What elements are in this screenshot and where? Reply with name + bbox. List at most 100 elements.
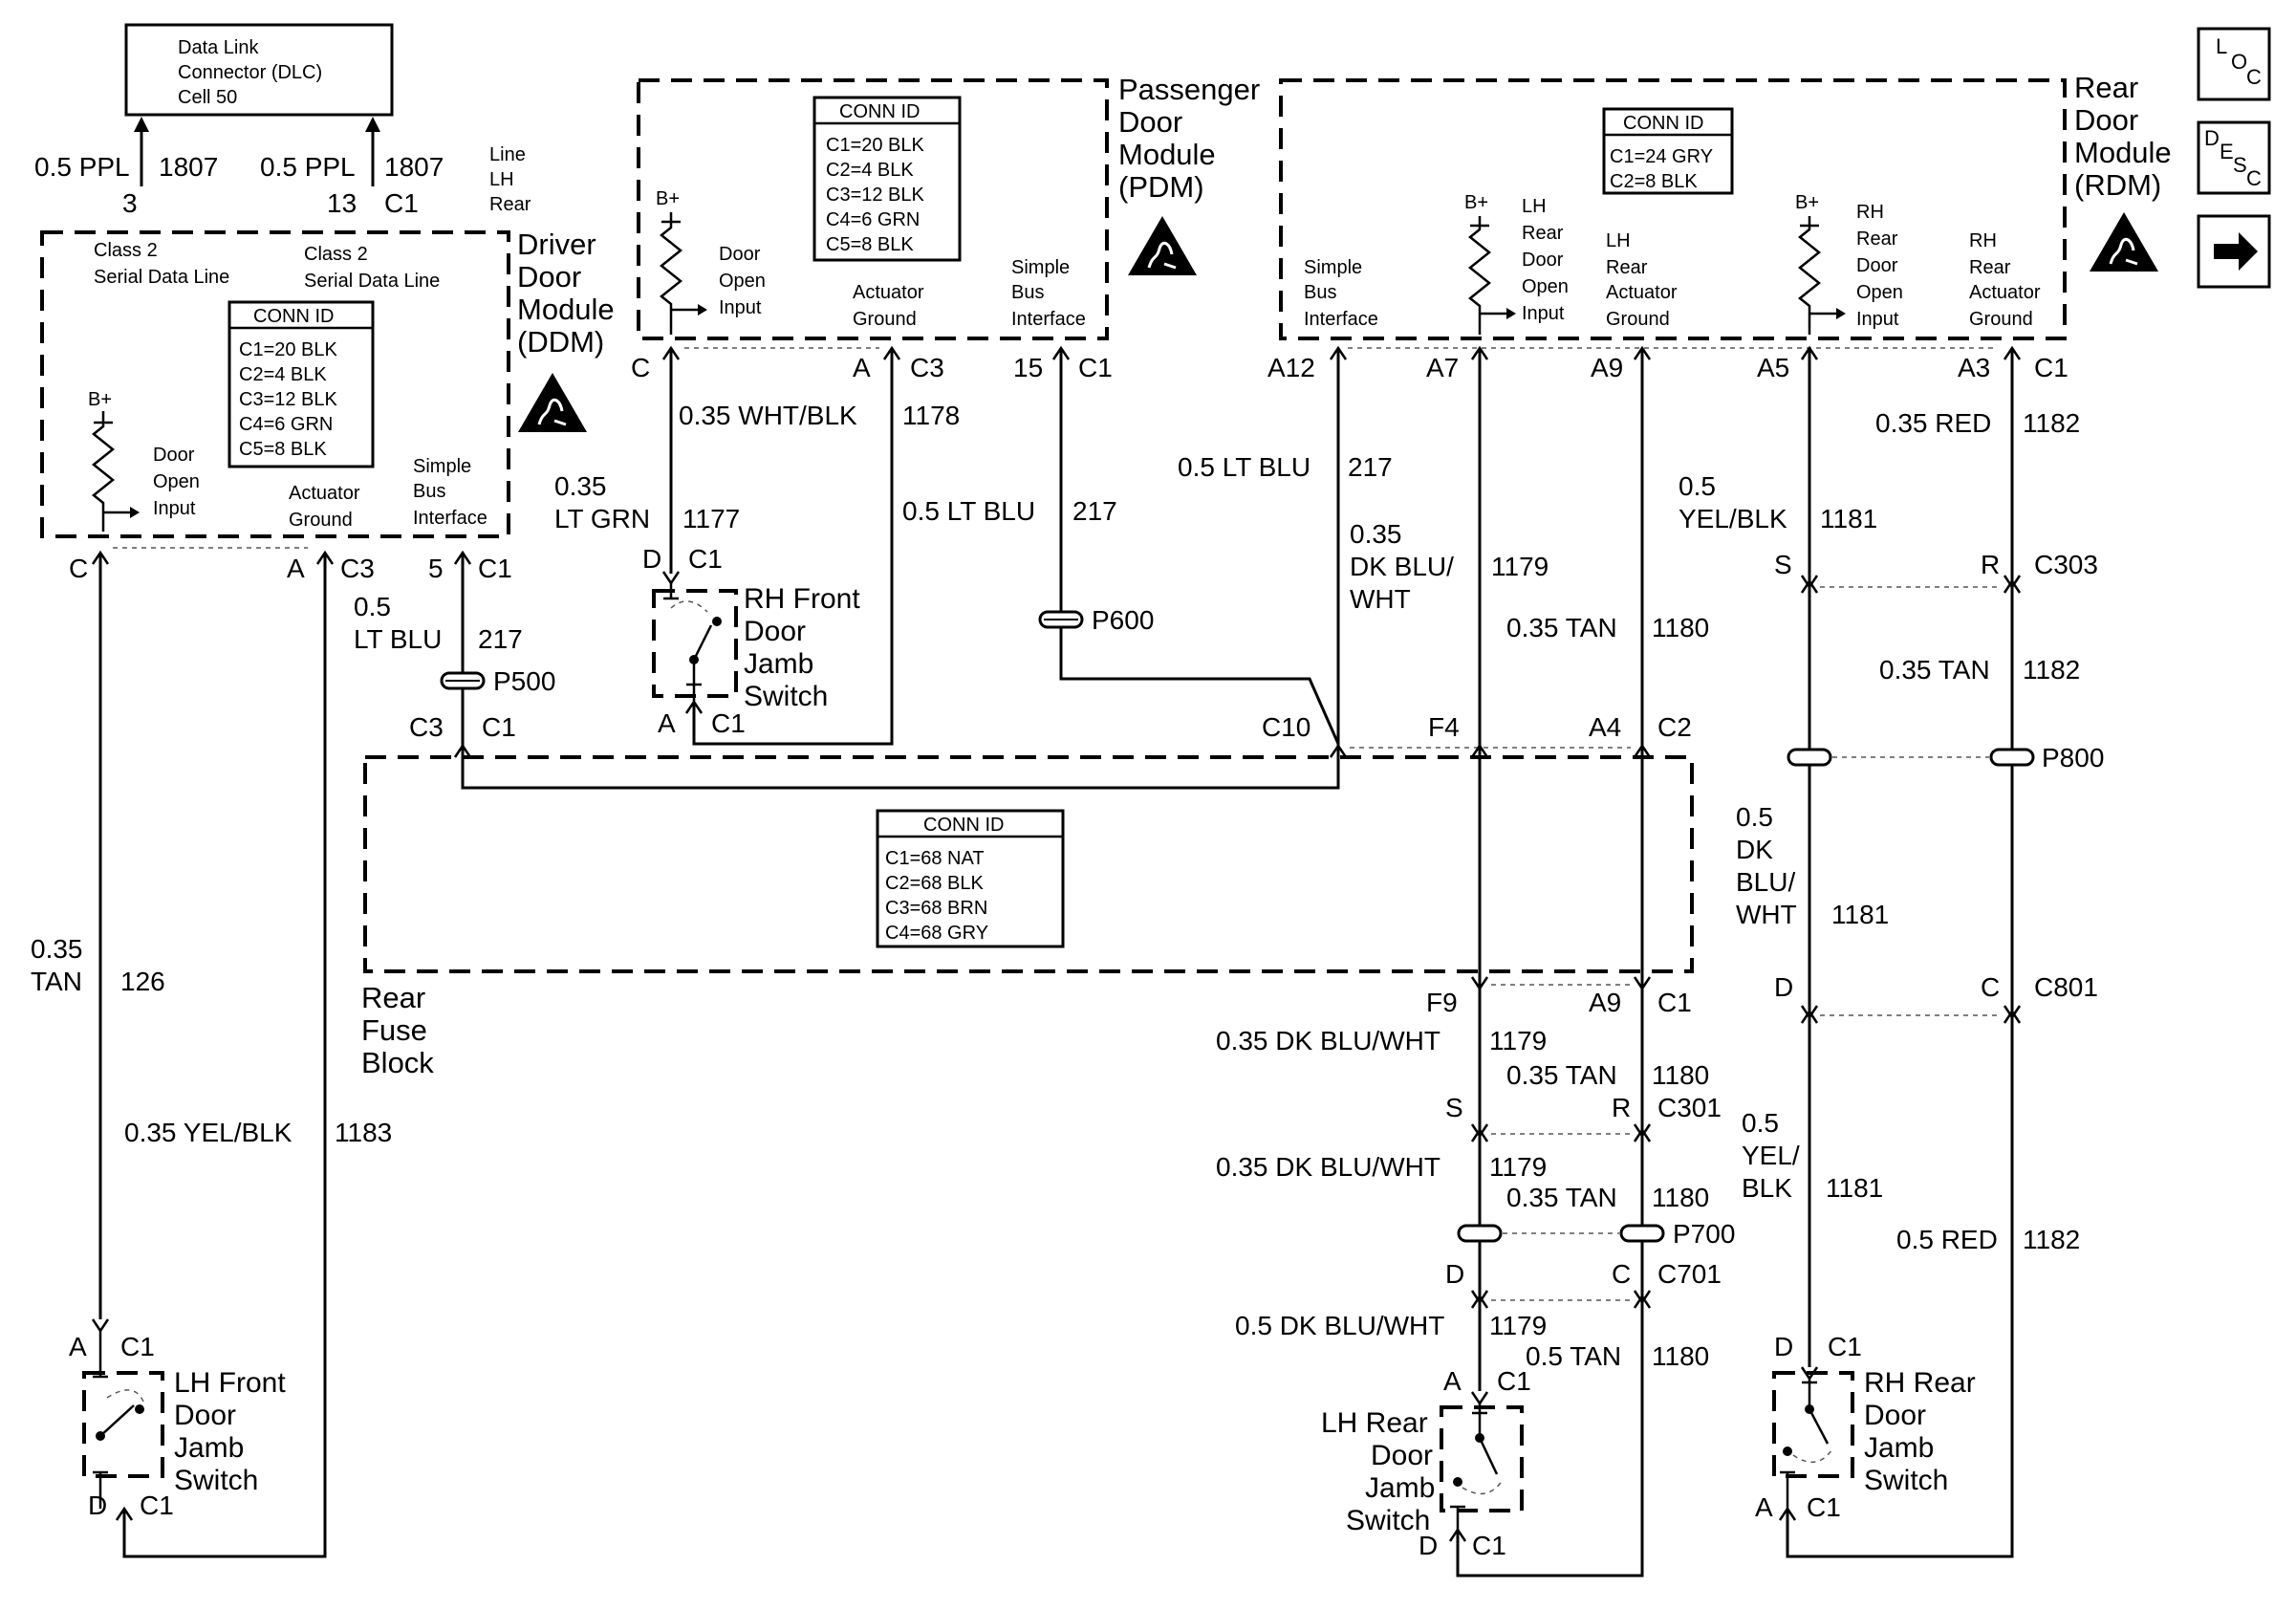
esd-sensitive-icon — [2088, 210, 2160, 273]
input-label: RH — [1856, 202, 1884, 223]
circuit-number: 1807 — [384, 152, 444, 182]
connector-label: C1 — [1807, 1492, 1841, 1522]
circuit-number: 1181 — [1831, 900, 1889, 929]
wires — [98, 120, 2014, 1577]
module-name: Door — [1118, 105, 1182, 139]
pin-label: R — [1612, 1093, 1631, 1122]
circuit-number: 1180 — [1652, 1060, 1709, 1090]
conn-id-title: CONN ID — [1623, 113, 1703, 134]
conn-id-row: C4=68 GRY — [885, 923, 988, 944]
module-name: Fuse — [361, 1013, 427, 1047]
connector-label: C10 — [1262, 712, 1310, 742]
bplus-label: B+ — [1795, 192, 1819, 213]
input-label: Open — [153, 471, 200, 492]
conn-id-row: C1=20 BLK — [826, 135, 925, 156]
input-label: Rear — [1856, 228, 1898, 250]
wire-gauge: 0.35 TAN — [1506, 613, 1617, 642]
wire-gauge: 0.5 DK BLU/WHT — [1235, 1311, 1444, 1340]
pin-label: A7 — [1426, 353, 1459, 382]
desc-button[interactable]: D E S C — [2197, 120, 2271, 195]
splice-label: P800 — [2042, 743, 2104, 772]
circuit-number: 217 — [1348, 452, 1393, 482]
class2-label: Class 2 — [304, 244, 368, 265]
pin-label: A4 — [1589, 712, 1621, 742]
esd-sensitive-icon — [1126, 214, 1199, 277]
switch-name: Door — [744, 616, 806, 647]
input-label: Interface — [1011, 309, 1086, 330]
loc-button[interactable]: L O C — [2197, 27, 2271, 101]
class2-label: Serial Data Line — [304, 271, 440, 292]
note-label: LH — [489, 169, 514, 190]
bplus-label: B+ — [1464, 192, 1488, 213]
input-label: RH — [1969, 230, 1997, 251]
module-name: Module — [2074, 136, 2172, 169]
wire-gauge: 0.5 — [1679, 471, 1716, 501]
rh-front-door-jamb-switch — [652, 583, 738, 702]
conn-id-row: C1=24 GRY — [1610, 146, 1713, 167]
connector-label: C1 — [711, 708, 746, 738]
note-label: Line — [489, 144, 526, 165]
wire-gauge: DK — [1736, 835, 1773, 864]
conn-id-row: C1=20 BLK — [239, 339, 338, 360]
module-name: (PDM) — [1118, 170, 1204, 204]
connector-label: C1 — [1497, 1366, 1531, 1396]
input-label: Rear — [1522, 223, 1564, 244]
pin-label: A3 — [1958, 353, 1990, 382]
conn-id-row: C2=4 BLK — [239, 364, 327, 385]
arrow-right-icon — [2214, 232, 2258, 271]
pin-label: A — [1755, 1492, 1773, 1522]
pin-label: A9 — [1589, 988, 1621, 1017]
pin-label: 5 — [428, 554, 444, 583]
input-label: Input — [1856, 309, 1899, 330]
wire-gauge: TAN — [31, 967, 82, 996]
module-name: Door — [517, 260, 581, 294]
input-label: Simple — [413, 456, 471, 477]
connector-label: C1 — [1657, 988, 1692, 1017]
ddm-module-box — [40, 230, 510, 538]
pin-label: A — [1443, 1366, 1462, 1396]
wire-217-bus — [461, 744, 1340, 790]
circuit-number: 1179 — [1491, 552, 1549, 581]
wire-gauge: 0.35 RED — [1875, 408, 1991, 438]
conn-id-title: CONN ID — [253, 306, 334, 327]
pin-label: S — [1445, 1093, 1463, 1122]
module-name: Door — [2074, 103, 2138, 137]
rh-rear-door-jamb-switch — [1772, 1371, 1854, 1509]
connector-label: C1 — [1472, 1531, 1506, 1560]
switch-name: RH Front — [744, 583, 860, 615]
pin-label: 15 — [1013, 353, 1043, 382]
circuit-number: 1180 — [1652, 1341, 1709, 1371]
switch-name: Door — [174, 1400, 236, 1431]
input-label: Input — [719, 297, 762, 318]
splice-p800 — [1787, 748, 2035, 767]
switch-name: LH Rear — [1321, 1407, 1428, 1439]
input-label: Open — [1856, 282, 1903, 303]
resistor-icon — [659, 212, 707, 335]
pin-label: D — [1445, 1259, 1464, 1289]
svg-text:D: D — [2204, 126, 2220, 150]
wire-1180 — [1456, 348, 1644, 1577]
svg-text:E: E — [2220, 140, 2234, 163]
module-name: Passenger — [1118, 73, 1260, 106]
module-name: (DDM) — [517, 325, 604, 359]
connector-label: C1 — [140, 1490, 174, 1520]
circuit-number: 126 — [120, 967, 165, 996]
circuit-number: 1180 — [1652, 613, 1709, 642]
next-page-button[interactable] — [2197, 214, 2271, 289]
input-label: LH — [1522, 196, 1547, 217]
switch-name: Jamb — [744, 648, 813, 680]
pin-label: C — [1981, 972, 2000, 1002]
circuit-number: 1182 — [2023, 408, 2080, 438]
input-label: Door — [153, 445, 195, 466]
conn-id-row: C2=68 BLK — [885, 873, 985, 894]
wire-gauge: 0.35 DK BLU/WHT — [1216, 1152, 1440, 1182]
connector-label: C1 — [1828, 1332, 1862, 1361]
input-label: Input — [1522, 303, 1565, 324]
pin-label: C — [1612, 1259, 1631, 1289]
conn-id-row: C5=8 BLK — [826, 234, 914, 255]
fuse-conn-id-table — [876, 809, 1065, 948]
dlc-label: Data Link — [178, 37, 259, 58]
bplus-label: B+ — [656, 188, 680, 209]
input-label: Ground — [289, 510, 353, 531]
